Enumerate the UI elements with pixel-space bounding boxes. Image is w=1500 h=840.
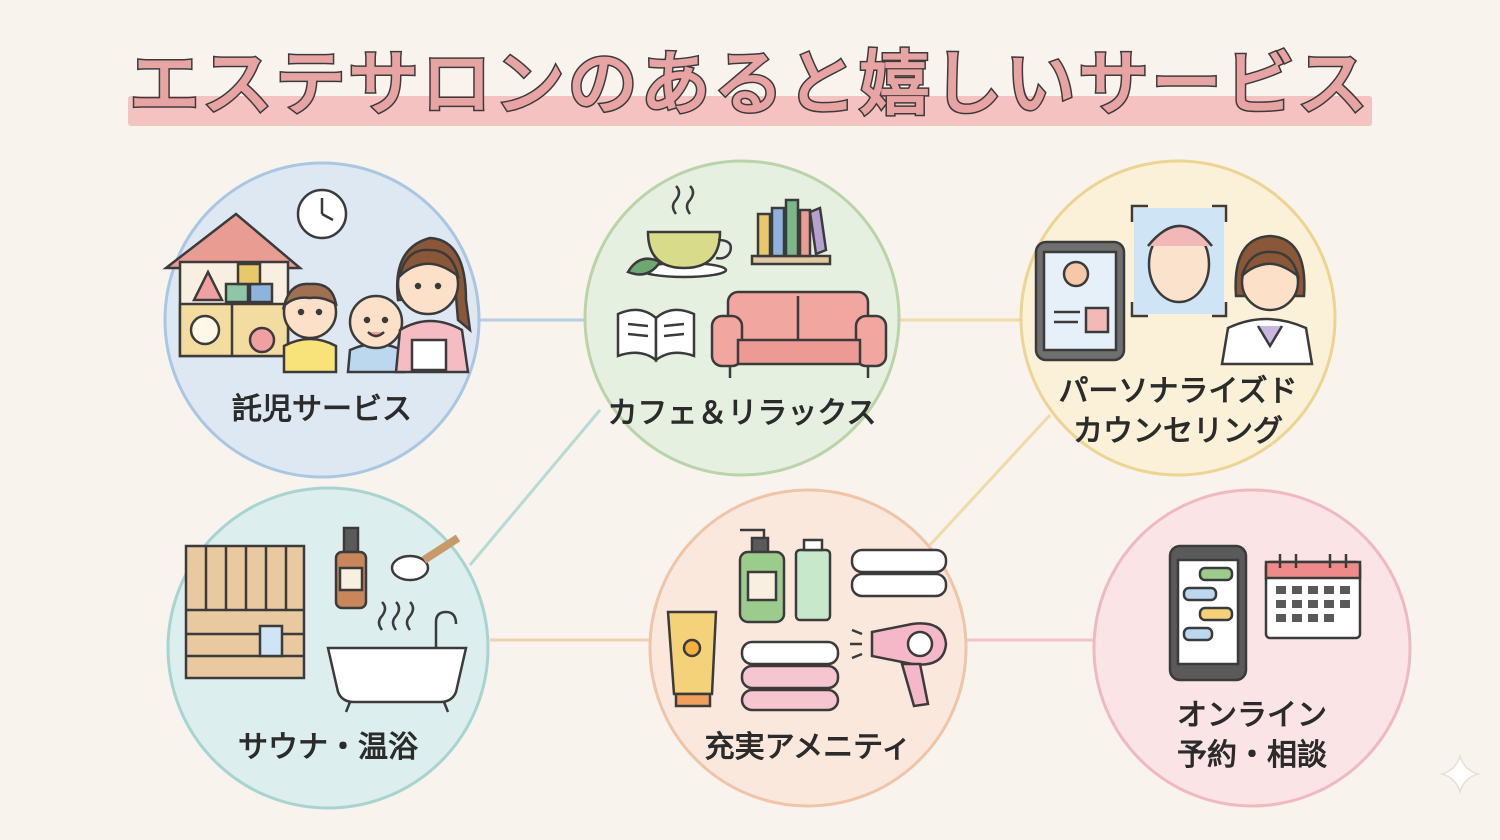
label-cafe: カフェ＆リラックス xyxy=(592,394,892,434)
title-highlight-band xyxy=(128,96,1372,126)
label-line: 充実アメニティ xyxy=(704,730,912,765)
title-area: エステサロンのあると嬉しいサービス xyxy=(128,36,1372,132)
hair-dryer-icon xyxy=(850,622,948,708)
label-childcare: 託児サービス xyxy=(192,390,452,430)
caregiver-icon xyxy=(394,236,472,374)
tablet-icon xyxy=(1034,240,1126,362)
counselor-icon xyxy=(1220,234,1314,366)
connectors xyxy=(468,318,1095,642)
essential-oil-icon xyxy=(334,526,368,610)
clock-icon xyxy=(296,188,348,240)
baby-icon xyxy=(346,294,406,374)
label-line: オンライン xyxy=(1177,698,1327,733)
label-line: カウンセリング xyxy=(1073,414,1283,449)
label-line: パーソナライズド xyxy=(1058,374,1298,409)
connector-sauna-cafe xyxy=(468,409,602,566)
sunscreen-icon xyxy=(666,610,718,708)
label-line: サウナ・温浴 xyxy=(238,730,418,765)
bathtub-icon xyxy=(326,601,468,713)
tea-cup-icon xyxy=(626,185,732,279)
label-line: 託児サービス xyxy=(232,392,412,427)
label-line: 予約・相談 xyxy=(1177,738,1327,773)
bath-salt-icon xyxy=(390,534,461,582)
house-icon xyxy=(162,212,304,358)
label-sauna: サウナ・温浴 xyxy=(198,728,458,768)
page-title: エステサロンのあると嬉しいサービス xyxy=(128,42,1371,127)
pump-bottle-icon xyxy=(738,528,786,624)
sauna-room-icon xyxy=(184,544,306,680)
sparkle-icon xyxy=(1439,753,1481,795)
face-scan-icon xyxy=(1130,204,1228,318)
books-icon xyxy=(750,198,832,266)
sofa-icon xyxy=(710,290,888,378)
label-counseling: パーソナライズド カウンセリング xyxy=(1028,372,1328,452)
towel-stack-icon xyxy=(740,548,948,712)
open-book-icon xyxy=(616,308,696,363)
tube-icon xyxy=(794,538,832,622)
smartphone-chat-icon xyxy=(1168,544,1248,682)
label-amenity: 充実アメニティ xyxy=(678,728,938,768)
label-line: カフェ＆リラックス xyxy=(607,396,877,431)
calendar-icon xyxy=(1264,554,1362,640)
label-online: オンライン 予約・相談 xyxy=(1122,696,1382,776)
connector-amenity-counseling xyxy=(928,413,1052,547)
child-icon xyxy=(281,282,338,374)
